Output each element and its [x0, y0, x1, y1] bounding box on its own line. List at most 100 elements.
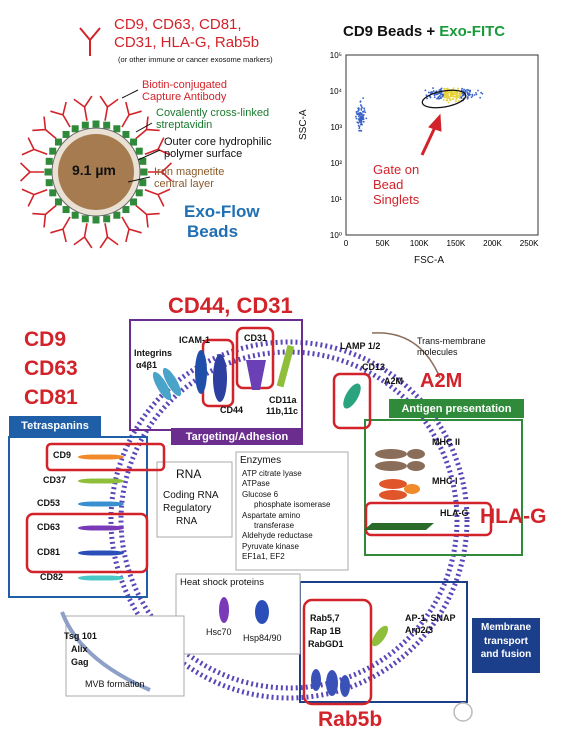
data-point	[361, 106, 363, 109]
chart-title: CD9 Beads + Exo-FITC	[343, 23, 505, 41]
streptavidin-icon	[92, 120, 100, 128]
iron-label: Iron magnetite	[154, 166, 225, 178]
membrane-transport-title: Membrane transport and fusion	[472, 621, 540, 662]
antibody-icon	[73, 223, 93, 249]
lamp-icon	[343, 383, 361, 409]
data-point	[449, 95, 452, 98]
tetraspanin-protein-icon	[96, 575, 124, 581]
antigen-title: Antigen presentation	[401, 402, 512, 415]
membrane-line-3: and fusion	[480, 649, 532, 660]
streptavidin-label-2: streptavidin	[156, 119, 213, 131]
data-point	[359, 117, 362, 120]
data-point	[466, 96, 469, 99]
y-tick-label: 10²	[330, 159, 342, 168]
exosome-outer-membrane	[108, 339, 470, 701]
streptavidin-icon	[54, 138, 62, 146]
data-point	[443, 96, 445, 99]
icam-label: ICAM-1	[179, 335, 210, 345]
streptavidin-icon	[49, 147, 57, 155]
streptavidin-icon	[62, 206, 70, 214]
streptavidin-icon	[103, 121, 111, 129]
rab-item-3: RabGD1	[308, 639, 344, 649]
streptavidin-icon	[44, 168, 52, 176]
exoflow-title: Exo-Flow	[184, 202, 260, 221]
antigen-box	[364, 419, 523, 556]
data-point	[359, 100, 362, 103]
hlag-small-label: HLA-G	[440, 508, 469, 518]
data-point	[355, 115, 357, 118]
antibody-icon	[21, 188, 48, 207]
data-point	[470, 96, 473, 99]
antibody-icon	[19, 162, 44, 182]
data-point	[432, 87, 434, 89]
data-point	[357, 124, 360, 127]
targeting-header	[171, 428, 303, 445]
streptavidin-icon	[130, 138, 138, 146]
antibody-icon	[99, 223, 119, 249]
data-point	[473, 94, 476, 96]
data-point	[452, 93, 455, 96]
integrins-label: Integrins	[134, 348, 173, 358]
cd11a-label: CD11a	[269, 395, 297, 405]
data-point	[362, 110, 365, 113]
antibody-icon	[135, 204, 160, 228]
data-point	[449, 93, 452, 96]
data-point	[357, 107, 360, 110]
data-point	[362, 97, 365, 100]
data-point	[362, 114, 365, 116]
cd44-small-label: CD44	[220, 405, 244, 415]
data-point	[463, 88, 465, 91]
streptavidin-ring	[44, 120, 148, 224]
mhc-ii-icon	[375, 449, 425, 471]
antibody-icon	[135, 116, 160, 140]
tetraspanin-protein-icon	[96, 478, 124, 484]
data-point	[456, 92, 459, 95]
enzymes-box	[235, 451, 349, 571]
rna-box	[156, 461, 233, 538]
data-point	[451, 98, 454, 101]
cd44-icon	[213, 354, 227, 402]
data-point	[467, 89, 470, 92]
integrin-icon	[152, 367, 182, 401]
data-point	[360, 130, 363, 132]
antibody-icon	[32, 116, 57, 140]
enzyme-item: ATPase	[242, 479, 270, 489]
polymer-label: Outer core hydrophilic	[164, 136, 272, 148]
data-point	[455, 98, 457, 101]
data-point	[475, 91, 477, 94]
data-point	[358, 114, 361, 117]
data-point	[458, 94, 460, 97]
data-point	[481, 92, 484, 95]
gate-label: Gate on	[373, 162, 420, 177]
tetra-cd81: CD81	[37, 547, 61, 557]
data-point	[432, 90, 435, 92]
data-point	[440, 87, 443, 90]
streptavidin-icon	[140, 168, 148, 176]
data-point	[475, 93, 478, 96]
trans-membrane-arc	[371, 332, 441, 379]
data-point	[446, 87, 449, 90]
data-point	[459, 94, 462, 97]
cd11bc-label: 11b,11c	[266, 406, 299, 416]
tetraspanin-protein-icon	[96, 501, 124, 507]
streptavidin-icon	[113, 125, 121, 133]
streptavidin-icon	[49, 189, 57, 197]
data-point	[445, 99, 448, 102]
exoflow-title-2: Beads	[187, 222, 239, 241]
hlag-highlight	[364, 501, 493, 537]
data-point	[468, 93, 471, 96]
data-point	[461, 87, 464, 90]
data-point	[440, 93, 442, 96]
tsg-box	[65, 615, 185, 697]
antigen-header	[389, 399, 524, 418]
data-point	[424, 89, 427, 92]
membrane-transport-header	[472, 618, 540, 673]
streptavidin-icon	[81, 121, 89, 129]
streptavidin-icon	[45, 179, 53, 187]
heat-shock-box	[175, 573, 301, 655]
chart-title-part1: CD9 Beads +	[343, 23, 440, 40]
biotin-label: Biotin-conjugated	[142, 79, 228, 91]
y-tick-label: 10⁰	[330, 231, 342, 240]
data-point	[458, 97, 461, 100]
data-point	[451, 95, 454, 98]
